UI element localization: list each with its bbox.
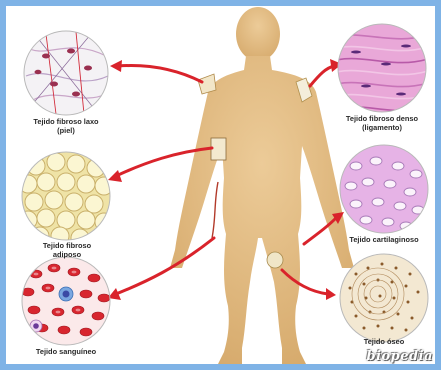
arrowhead-adiposo (108, 170, 122, 182)
arrow-to-denso (310, 66, 334, 86)
head-shape (236, 7, 280, 61)
diagram-canvas (6, 6, 435, 364)
micrograph-oseo (340, 254, 428, 342)
diagram-frame: Tejido fibroso laxo (piel) Tejido fibros… (6, 6, 435, 364)
label-oseo: Tejido óseo (344, 338, 424, 347)
blood-vessel (212, 182, 218, 238)
micrograph-denso (336, 24, 431, 112)
arrowhead-oseo (326, 288, 336, 300)
arrow-to-sanguineo (116, 238, 214, 294)
brand-watermark: biopedia (366, 349, 433, 364)
knee-joint-patch (267, 252, 283, 268)
human-body-figure (170, 7, 354, 364)
arrow-to-laxo (118, 66, 202, 82)
torso-and-limbs-shape (170, 56, 354, 364)
micrograph-laxo (24, 31, 108, 115)
hip-fat-patch (211, 138, 226, 160)
arrowhead-laxo (110, 60, 122, 72)
label-adiposo: Tejido fibroso adiposo (30, 242, 104, 259)
label-sanguineo: Tejido sanguíneo (20, 348, 112, 357)
label-denso: Tejido fibroso denso (ligamento) (336, 115, 428, 132)
shoulder-skin-patch (198, 74, 216, 94)
label-laxo: Tejido fibroso laxo (piel) (24, 118, 108, 135)
micrograph-cartilaginoso (340, 145, 428, 233)
micrograph-sanguineo (22, 257, 110, 345)
micrograph-adiposo (19, 152, 113, 247)
label-cartilaginoso: Tejido cartilaginoso (346, 236, 422, 245)
